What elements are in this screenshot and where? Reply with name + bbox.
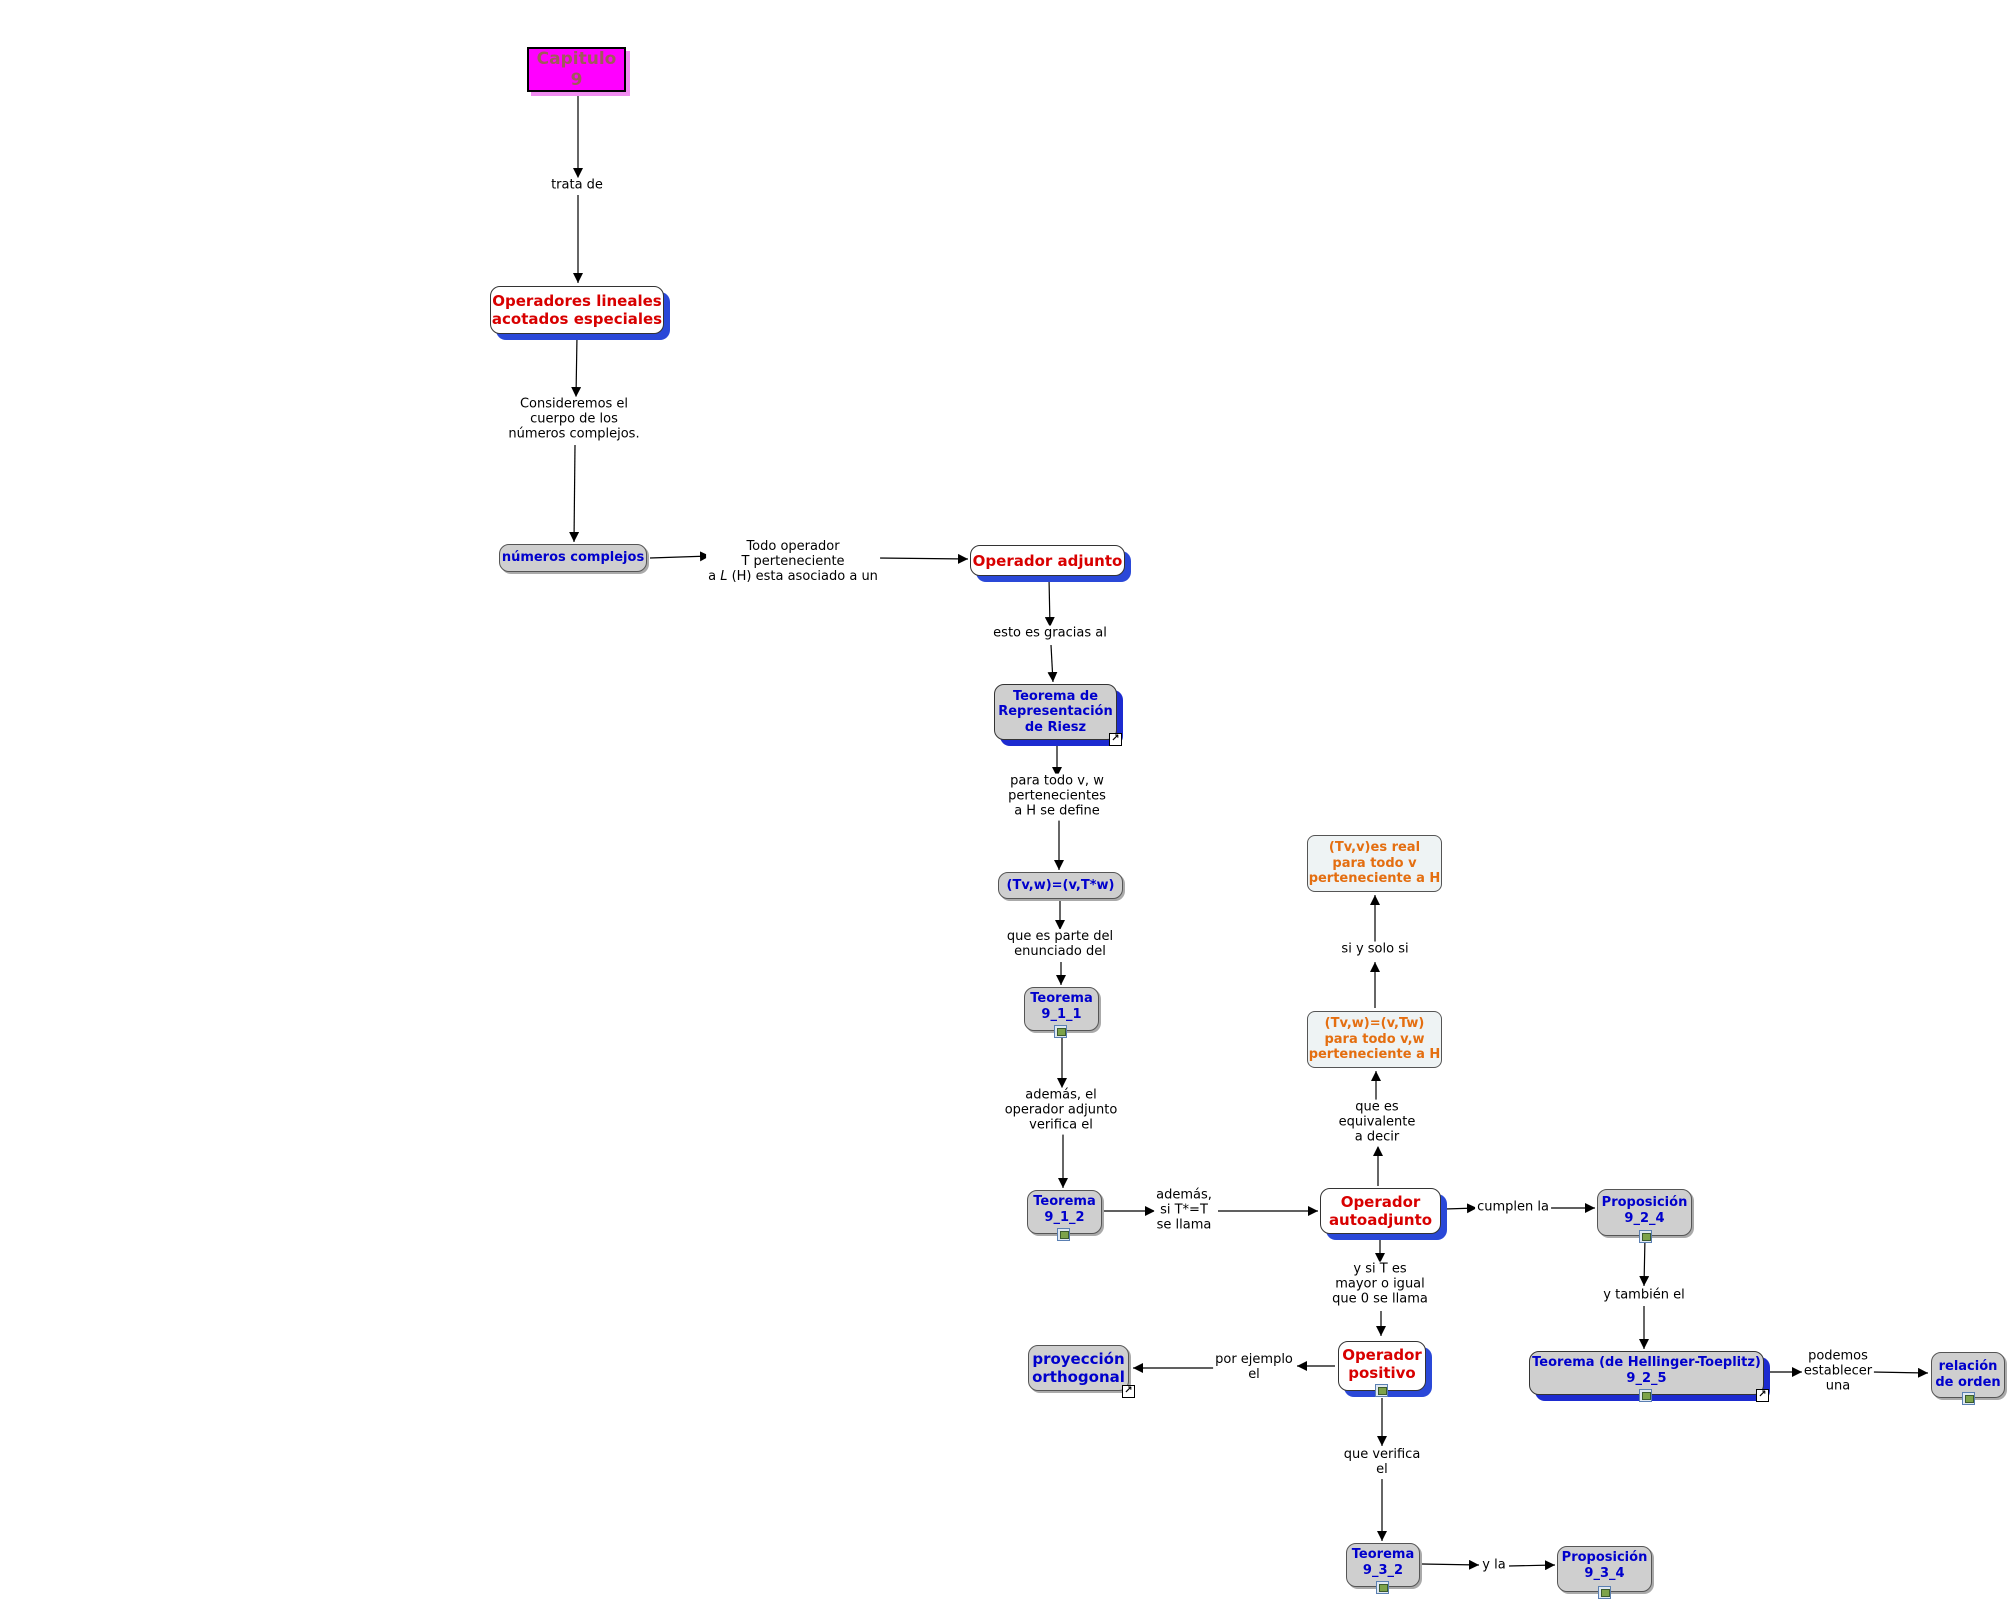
attached-file-icon[interactable] — [1054, 1025, 1067, 1038]
attached-file-icon[interactable] — [1639, 1230, 1652, 1243]
node-operador-autoadjunto[interactable]: Operador autoadjunto — [1320, 1188, 1441, 1234]
node-teorema-9-3-2[interactable]: Teorema 9_3_2 — [1346, 1543, 1420, 1587]
link-label-ademas-verifica: además, el operador adjunto verifica el — [1002, 1087, 1120, 1135]
attached-file-icon[interactable] — [1057, 1228, 1070, 1241]
attached-file-icon[interactable] — [1598, 1586, 1611, 1599]
attached-file-icon[interactable] — [1639, 1389, 1652, 1402]
link-label-ademas-si: además, si T*=T se llama — [1154, 1187, 1214, 1235]
edge-autoadjunto-cumplen — [1444, 1203, 1478, 1214]
external-link-icon[interactable]: ↗ — [1756, 1389, 1769, 1402]
link-label-para-todo: para todo v, w pertenecientes a H se def… — [1006, 773, 1108, 821]
node-teorema-riesz[interactable]: Teorema de Representación de Riesz — [994, 684, 1117, 740]
external-link-icon[interactable]: ↗ — [1122, 1385, 1135, 1398]
node-operador-adjunto[interactable]: Operador adjunto — [970, 545, 1125, 576]
edge-gracias-riesz — [1047, 644, 1058, 683]
script-l-symbol: L — [720, 568, 728, 584]
link-label-todo-operador-line2a: a — [708, 568, 721, 584]
link-label-y-la: y la — [1480, 1557, 1508, 1575]
edge-podemos-relacion — [1871, 1367, 1929, 1378]
edge-p924-tambien — [1639, 1236, 1650, 1287]
node-proyeccion-ortogonal[interactable]: proyección orthogonal — [1028, 1345, 1129, 1391]
edge-numeros-todo — [649, 551, 711, 562]
node-operadores-lineales[interactable]: Operadores lineales acotados especiales — [490, 286, 664, 334]
link-label-cumplen: cumplen la — [1475, 1199, 1551, 1217]
link-label-todo-operador: Todo operador T perteneciente a L (H) est… — [706, 524, 880, 586]
edge-todo-adjunto — [875, 553, 969, 564]
link-label-parte: que es parte del enunciado del — [1004, 929, 1116, 961]
external-link-icon[interactable]: ↗ — [1109, 733, 1122, 746]
node-numeros-complejos[interactable]: números complejos — [499, 544, 647, 572]
node-formula-adjunto[interactable]: (Tv,w)=(v,T*w) — [998, 872, 1123, 899]
link-label-si-solo-si: si y solo si — [1339, 941, 1411, 959]
node-proposicion-9-2-4[interactable]: Proposición 9_2_4 — [1597, 1189, 1692, 1236]
link-label-tambien: y también el — [1601, 1287, 1687, 1305]
edge-adjunto-gracias — [1044, 577, 1055, 628]
edge-operadores-consideremos — [571, 335, 582, 398]
edge-t932-y-la — [1421, 1559, 1480, 1570]
link-label-podemos: podemos establecer una — [1801, 1348, 1875, 1396]
node-formula-autoadjunto[interactable]: (Tv,w)=(v,Tw) para todo v,w pertenecient… — [1307, 1011, 1442, 1068]
node-capitulo-9[interactable]: Capitulo 9 — [527, 47, 626, 92]
link-label-consideremos: Consideremos el cuerpo de los números co… — [506, 396, 642, 444]
node-teorema-hellinger[interactable]: Teorema (de Hellinger-Toeplitz) 9_2_5 — [1529, 1351, 1764, 1395]
link-label-equivalente: que es equivalente a decir — [1336, 1099, 1418, 1147]
link-label-todo-operador-line1: Todo operador T perteneciente — [741, 539, 845, 569]
link-label-que-verifica: que verifica el — [1341, 1447, 1423, 1479]
link-label-todo-operador-line2c: (H) esta asociado a un — [727, 568, 878, 584]
edge-y-la-p934 — [1508, 1560, 1556, 1571]
link-label-ejemplo: por ejemplo el — [1213, 1352, 1295, 1384]
attached-file-icon[interactable] — [1376, 1581, 1389, 1594]
node-proposicion-9-3-4[interactable]: Proposición 9_3_4 — [1557, 1546, 1652, 1592]
edge-consideremos-numeros — [569, 444, 580, 543]
link-label-trata: trata de — [549, 177, 605, 195]
node-operador-positivo[interactable]: Operador positivo — [1338, 1341, 1426, 1391]
node-tvv-real[interactable]: (Tv,v)es real para todo v perteneciente … — [1307, 835, 1442, 892]
link-label-gracias: esto es gracias al — [991, 625, 1109, 643]
node-teorema-9-1-2[interactable]: Teorema 9_1_2 — [1027, 1190, 1102, 1234]
attached-file-icon[interactable] — [1962, 1392, 1975, 1405]
link-label-mayor: y si T es mayor o igual que 0 se llama — [1330, 1261, 1430, 1309]
attached-file-icon[interactable] — [1375, 1384, 1388, 1397]
